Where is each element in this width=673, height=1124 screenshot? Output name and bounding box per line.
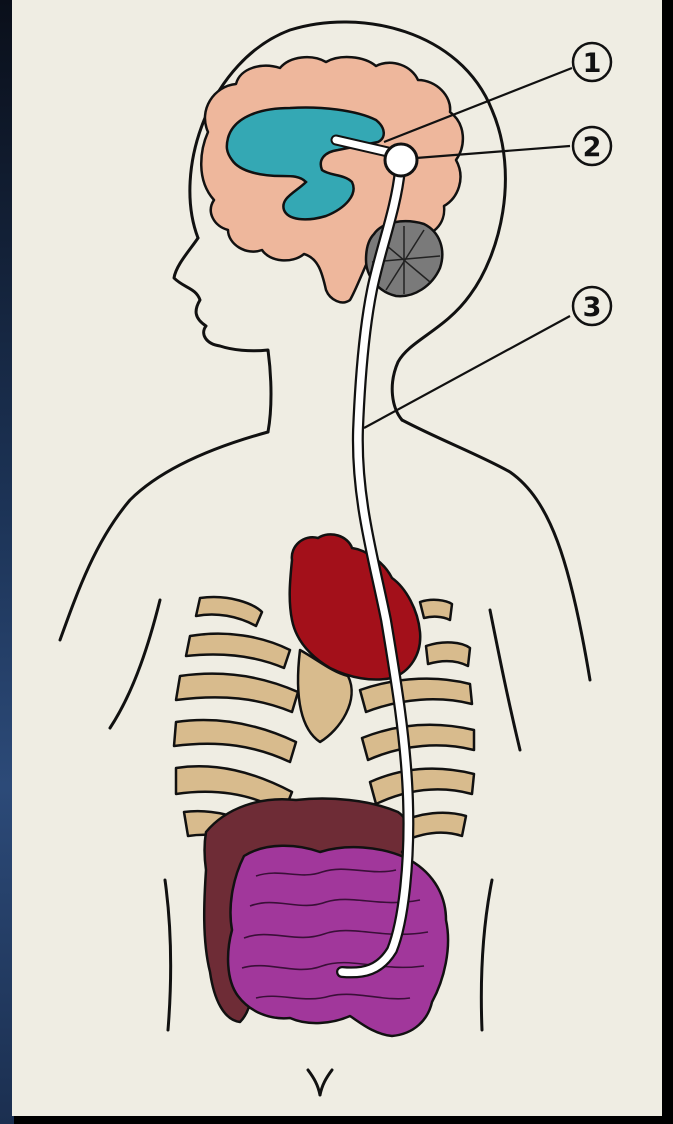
groin-mark	[308, 1070, 332, 1095]
right-rib-1	[420, 600, 452, 620]
callout-3-label: 3	[583, 292, 602, 323]
left-rib-4	[174, 720, 296, 762]
callout-3: 3	[573, 287, 611, 325]
right-arm-inner	[490, 610, 520, 750]
torso-left	[165, 880, 171, 1030]
right-rib-3	[360, 679, 472, 712]
torso-right	[481, 880, 492, 1030]
callout-2: 2	[573, 127, 611, 165]
left-rib-2	[186, 634, 290, 668]
right-rib-5	[370, 769, 474, 804]
left-rib-1	[196, 597, 262, 626]
right-rib-4	[362, 725, 474, 760]
left-arm-inner	[110, 600, 160, 728]
callout-2-label: 2	[583, 132, 602, 163]
face-outline	[174, 238, 271, 432]
callout-1: 1	[573, 43, 611, 81]
brain	[201, 57, 463, 302]
left-rib-3	[176, 674, 298, 712]
callout-1-label: 1	[583, 48, 602, 79]
right-rib-2	[426, 642, 470, 666]
shunt-valve	[385, 144, 417, 176]
